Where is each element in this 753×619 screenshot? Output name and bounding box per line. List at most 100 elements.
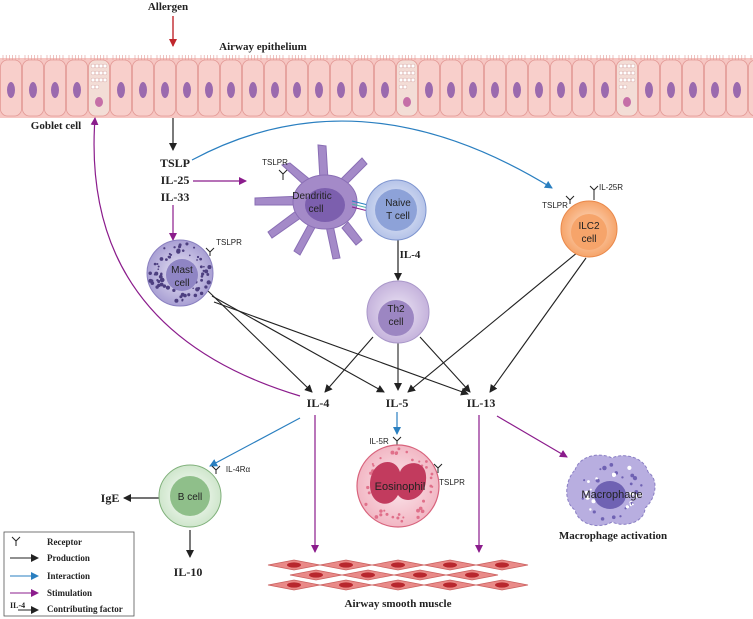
muscle-fiber xyxy=(319,579,373,591)
muscle-fiber xyxy=(319,559,373,571)
tslpr-receptor-dendritic: TSLPR xyxy=(262,158,288,180)
ilc2-label-2: cell xyxy=(581,234,596,245)
b-cell: B cell xyxy=(158,464,222,528)
b-cell-label: B cell xyxy=(178,492,202,503)
il4ra-label: IL-4Rα xyxy=(226,465,251,474)
epithelial-nucleus xyxy=(227,82,235,98)
th2-label-2: cell xyxy=(388,317,403,328)
muscle-fiber xyxy=(371,579,425,591)
allergen-label: Allergen xyxy=(148,1,188,13)
epithelial-nucleus xyxy=(579,82,587,98)
epithelial-nucleus xyxy=(557,82,565,98)
arrow-th2-to-il4 xyxy=(324,336,374,393)
epithelial-nucleus xyxy=(513,82,521,98)
ige-label: IgE xyxy=(101,491,120,505)
epithelial-nucleus xyxy=(601,82,609,98)
arrow-il13-to-macrophage xyxy=(496,415,568,458)
eosinophil-cell: Eosinophil xyxy=(356,444,440,528)
il4-production-label: IL-4 xyxy=(400,249,421,261)
legend-receptor-label: Receptor xyxy=(47,537,82,547)
il33-label: IL-33 xyxy=(161,190,190,204)
epithelial-nucleus xyxy=(535,82,543,98)
airway-smooth-muscle xyxy=(267,559,529,591)
legend-production-label: Production xyxy=(47,553,90,563)
epithelial-nucleus xyxy=(7,82,15,98)
arrow-ilc2-to-il13 xyxy=(489,257,587,393)
il4ra-receptor: IL-4Rα xyxy=(211,465,251,474)
epithelial-nucleus xyxy=(117,82,125,98)
muscle-fiber xyxy=(289,569,343,581)
il25-label: IL-25 xyxy=(161,173,190,187)
epithelial-nucleus xyxy=(381,82,389,98)
muscle-fiber xyxy=(371,559,425,571)
epithelial-nucleus xyxy=(205,82,213,98)
tslpr-label-mast: TSLPR xyxy=(216,238,242,247)
legend-receptor-icon xyxy=(11,536,21,546)
epithelial-nucleus xyxy=(51,82,59,98)
goblet-cell-label: Goblet cell xyxy=(31,120,81,132)
epithelial-nucleus xyxy=(667,82,675,98)
legend-box xyxy=(3,531,135,617)
epithelial-nucleus xyxy=(447,82,455,98)
legend-stimulation-label: Stimulation xyxy=(47,588,92,598)
epithelial-nucleus xyxy=(711,82,719,98)
muscle-fiber xyxy=(475,559,529,571)
mast-cell: Mast cell xyxy=(146,239,214,307)
legend: Receptor Production Interaction Stimulat… xyxy=(3,531,135,617)
epithelial-nucleus xyxy=(491,82,499,98)
muscle-fiber xyxy=(445,569,499,581)
il10-label: IL-10 xyxy=(174,565,203,579)
epithelial-nucleus xyxy=(183,82,191,98)
muscle-fiber xyxy=(393,569,447,581)
epithelial-nucleus xyxy=(469,82,477,98)
tslpr-label-eosinophil: TSLPR xyxy=(439,478,465,487)
muscle-fiber xyxy=(475,579,529,591)
arrow-il4-to-bcell xyxy=(209,417,301,467)
macrophage-cell: Macrophage xyxy=(566,454,656,526)
naive-t-label-1: Naive xyxy=(385,198,411,209)
epithelial-nucleus xyxy=(315,82,323,98)
muscle-fiber xyxy=(423,579,477,591)
dendritic-cell-label-1: Dendritic xyxy=(292,191,331,202)
th2-label-1: Th2 xyxy=(387,304,405,315)
epithelial-nucleus xyxy=(271,82,279,98)
epithelial-nucleus xyxy=(689,82,697,98)
epithelial-nucleus xyxy=(249,82,257,98)
tslpr-receptor-mast: TSLPR xyxy=(205,238,242,256)
epithelial-nucleus xyxy=(29,82,37,98)
muscle-fiber xyxy=(267,559,321,571)
il5-label: IL-5 xyxy=(386,396,409,410)
eosinophil-label: Eosinophil xyxy=(375,481,426,493)
legend-contributing-label: Contributing factor xyxy=(47,604,123,614)
macrophage-label: Macrophage xyxy=(581,489,642,501)
airway-epithelium-label: Airway epithelium xyxy=(219,41,307,53)
il4-label: IL-4 xyxy=(307,396,330,410)
macrophage-activation-label: Macrophage activation xyxy=(559,530,667,542)
tslpr-label-dendritic: TSLPR xyxy=(262,158,288,167)
epithelial-nucleus xyxy=(293,82,301,98)
epithelial-nucleus xyxy=(73,82,81,98)
muscle-fiber xyxy=(423,559,477,571)
arrow-mast-to-il13 xyxy=(213,301,469,396)
tslpr-label-ilc2: TSLPR xyxy=(542,201,568,210)
dendritic-cell-label-2: cell xyxy=(308,204,323,215)
airway-epithelium-layer xyxy=(0,55,753,118)
tslp-label: TSLP xyxy=(160,156,190,170)
goblet-nucleus xyxy=(95,97,103,107)
naive-t-label-2: T cell xyxy=(386,211,410,222)
arrow-mast-to-il4 xyxy=(206,289,313,393)
epithelial-nucleus xyxy=(337,82,345,98)
epithelial-nucleus xyxy=(645,82,653,98)
mast-label-2: cell xyxy=(174,278,189,289)
arrow-tslp-to-ilc2 xyxy=(191,120,553,189)
il5r-label: IL-5R xyxy=(369,437,389,446)
ilc2-receptors: TSLPR IL-25R xyxy=(542,183,623,210)
tslpr-receptor-eosinophil: TSLPR xyxy=(433,463,465,487)
epithelial-nucleus xyxy=(139,82,147,98)
epithelial-nucleus xyxy=(425,82,433,98)
il13-label: IL-13 xyxy=(467,396,496,410)
goblet-nucleus xyxy=(403,97,411,107)
th2-cell: Th2 cell xyxy=(366,280,430,344)
arrow-th2-to-il13 xyxy=(419,336,471,393)
